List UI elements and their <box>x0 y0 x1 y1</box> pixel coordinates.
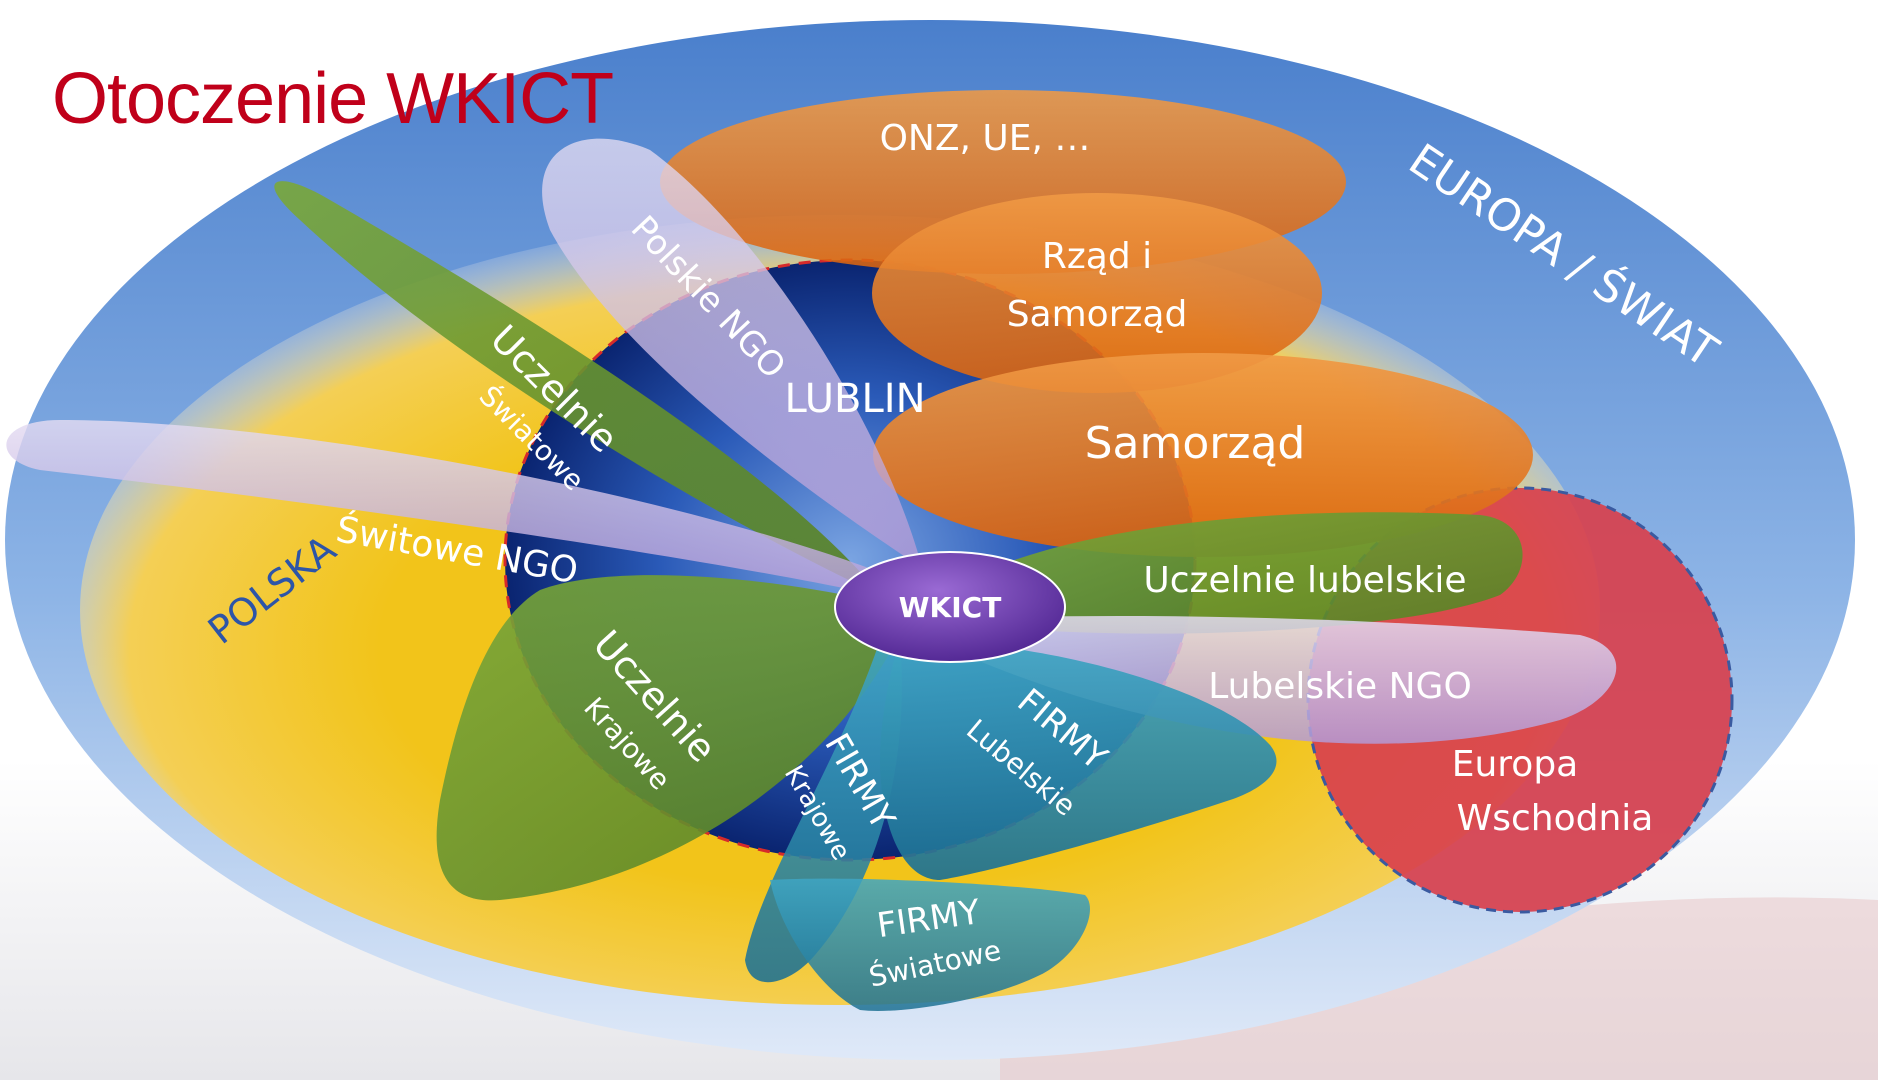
government-label-line2: Samorząd <box>1007 294 1188 335</box>
petal-world-universities <box>274 181 881 596</box>
petal-government <box>872 193 1322 393</box>
petal-polish-ngo <box>542 138 920 560</box>
government-label-line1: Rząd i <box>1042 236 1152 277</box>
lublin-label: LUBLIN <box>784 376 925 422</box>
petal-samorzad <box>873 353 1533 557</box>
petal-lubelskie-companies <box>880 640 1277 880</box>
eastern-europe-label-line2: Wschodnia <box>1457 798 1654 839</box>
lubelskie-universities-label: Uczelnie lubelskie <box>1143 560 1466 601</box>
page-title: Otoczenie WKICT <box>52 59 614 139</box>
eastern-europe-label-line1: Europa <box>1452 744 1579 785</box>
background-swoosh <box>1000 897 1878 1080</box>
petal-lubelskie-universities <box>930 512 1523 634</box>
samorzad-label: Samorząd <box>1085 418 1306 469</box>
petal-world-ngo <box>6 420 900 600</box>
onz-label: ONZ, UE, … <box>880 118 1091 159</box>
petal-national-universities <box>436 575 910 901</box>
center-wkict <box>834 551 1066 663</box>
petal-world-companies <box>770 878 1090 1011</box>
lubelskie-ngo-label: Lubelskie NGO <box>1208 666 1472 707</box>
center-label: WKICT <box>899 591 1002 624</box>
petal-lubelskie-ngo <box>930 615 1617 744</box>
